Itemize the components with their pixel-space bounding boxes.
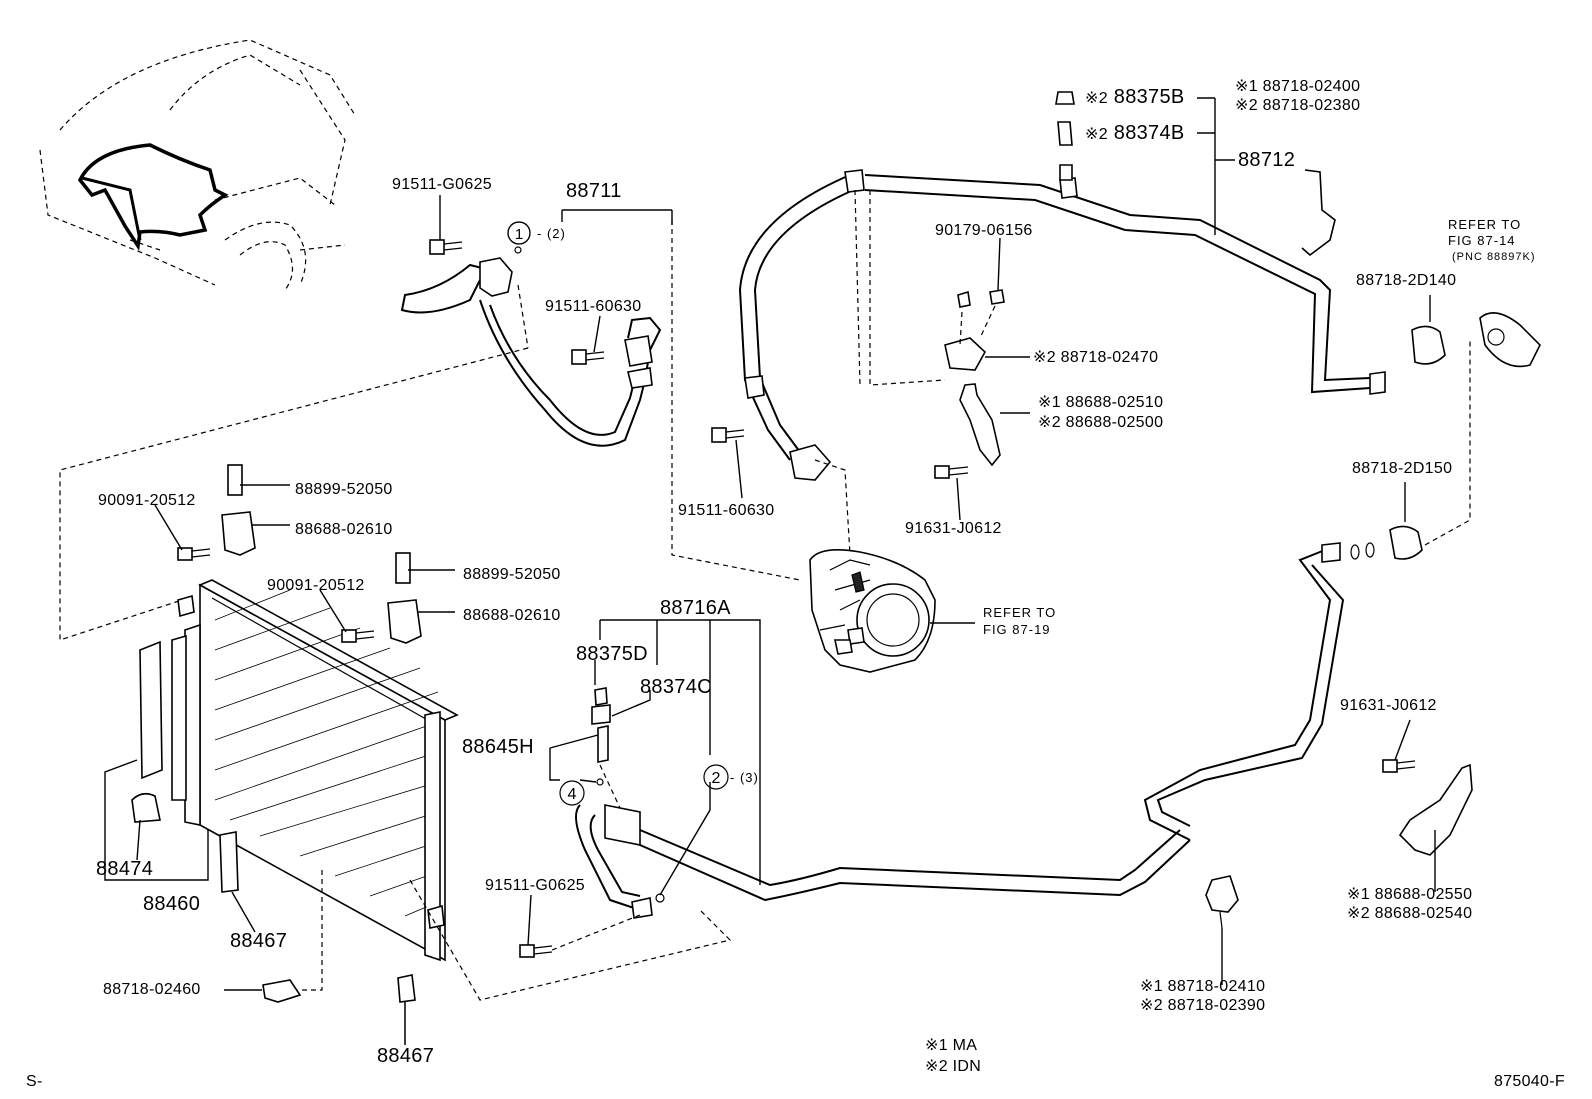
corner-mark-left: S- xyxy=(26,1073,43,1090)
grommet-88897K xyxy=(1479,312,1541,368)
label-88688-02610-a: 88688-02610 xyxy=(295,521,393,538)
label-90091-20512-b: 90091-20512 xyxy=(267,577,365,594)
label-refer-fig-87-19-line1: REFER TO xyxy=(983,605,1057,620)
insulator-88718-2D140 xyxy=(1411,295,1446,365)
label-88688-02510: ※1 88688-02510 xyxy=(1038,394,1164,411)
bracket-88688-02610-b xyxy=(387,552,455,644)
label-88718-02410: ※1 88718-02410 xyxy=(1140,978,1266,995)
label-refer-fig-87-19-line2: FIG 87-19 xyxy=(983,622,1051,637)
label-88467-b: 88467 xyxy=(377,1045,435,1067)
label-91631-J0612-mid: 91631-J0612 xyxy=(905,520,1002,537)
figure-code: 875040-F xyxy=(1494,1073,1565,1090)
label-88688-02550: ※1 88688-02550 xyxy=(1347,886,1473,903)
label-88718-02400: ※1 88718-02400 xyxy=(1235,78,1361,95)
pipe-88712 xyxy=(864,174,1386,395)
label-circle-2-note: - (3) xyxy=(730,770,759,785)
label-91511-G0625-bottom: 91511-G0625 xyxy=(485,877,585,894)
label-88718-02470: ※2 88718-02470 xyxy=(1033,349,1159,366)
callout-circle-4: 4 xyxy=(559,780,585,806)
bracket-88718-02400 xyxy=(1214,98,1336,257)
label-88718-2D140: 88718-2D140 xyxy=(1356,272,1457,289)
label-88375D: 88375D xyxy=(576,643,648,665)
label-91631-J0612-right: 91631-J0612 xyxy=(1340,697,1437,714)
label-circle-1-note: - (2) xyxy=(537,226,566,241)
callout-circle-1: 1 xyxy=(507,221,531,245)
clamp-88718-02470 xyxy=(869,190,1030,386)
bolt-91511-G0625-bottom xyxy=(519,894,641,958)
label-88374B: ※2 88374B xyxy=(1085,122,1185,144)
label-88645H: 88645H xyxy=(462,736,534,758)
bracket-88688-02550 xyxy=(1382,719,1473,892)
legend-note-2: ※2 IDN xyxy=(925,1058,982,1075)
svg-text:4: 4 xyxy=(568,786,577,803)
condenser-illustration xyxy=(131,579,732,1001)
bolt-91511-60630-mid xyxy=(711,427,745,499)
label-88899-52050-b: 88899-52050 xyxy=(463,566,561,583)
hose-discharge xyxy=(738,169,865,556)
label-88374C: 88374C xyxy=(640,676,712,698)
bracket-88688-02510 xyxy=(934,383,1030,521)
bolt-91511-60630-top xyxy=(571,315,605,365)
label-88688-02500: ※2 88688-02500 xyxy=(1038,414,1164,431)
label-90091-20512-a: 90091-20512 xyxy=(98,492,196,509)
label-88718-02460: 88718-02460 xyxy=(103,981,201,998)
label-88460: 88460 xyxy=(143,893,201,915)
label-88467-a: 88467 xyxy=(230,930,288,952)
svg-text:2: 2 xyxy=(712,770,721,787)
label-refer-fig-87-14-line3: (PNC 88897K) xyxy=(1452,251,1536,263)
bracket-88688-02610-a xyxy=(221,464,290,556)
label-refer-fig-87-14-line1: REFER TO xyxy=(1448,217,1522,232)
hose-88711 xyxy=(59,220,801,641)
compressor-illustration xyxy=(809,549,975,673)
label-91511-60630-mid: 91511-60630 xyxy=(678,502,775,519)
pipe-lower-right xyxy=(1143,340,1471,841)
label-90179-06156: 90179-06156 xyxy=(935,222,1033,239)
clip-88718-02410 xyxy=(1205,875,1239,985)
label-88718-2D150: 88718-2D150 xyxy=(1352,460,1453,477)
label-refer-fig-87-14-line2: FIG 87-14 xyxy=(1448,233,1516,248)
label-88716A: 88716A xyxy=(660,597,731,619)
label-88375B: ※2 88375B xyxy=(1085,86,1185,108)
bolt-90091-20512-a xyxy=(154,504,211,561)
callout-circle-2: 2 xyxy=(703,764,729,790)
bolt-90091-20512-b xyxy=(319,589,375,643)
label-88718-02380: ※2 88718-02380 xyxy=(1235,97,1361,114)
bolt-91511-G0625-top xyxy=(429,195,463,255)
legend-note-1: ※1 MA xyxy=(925,1037,978,1054)
label-88712: 88712 xyxy=(1238,149,1296,171)
label-88474: 88474 xyxy=(96,858,154,880)
label-88718-02390: ※2 88718-02390 xyxy=(1140,997,1266,1014)
label-88899-52050-a: 88899-52050 xyxy=(295,481,393,498)
valve-caps-88375B-88374B xyxy=(1055,91,1215,181)
label-91511-G0625-top: 91511-G0625 xyxy=(392,176,492,193)
label-88711: 88711 xyxy=(566,180,622,202)
label-88688-02610-b: 88688-02610 xyxy=(463,607,561,624)
label-91511-60630-top: 91511-60630 xyxy=(545,298,642,315)
svg-text:1: 1 xyxy=(515,226,523,243)
vehicle-locator-illustration xyxy=(39,39,356,291)
label-88688-02540: ※2 88688-02540 xyxy=(1347,905,1473,922)
pipe-88716A-lower xyxy=(575,687,1191,919)
